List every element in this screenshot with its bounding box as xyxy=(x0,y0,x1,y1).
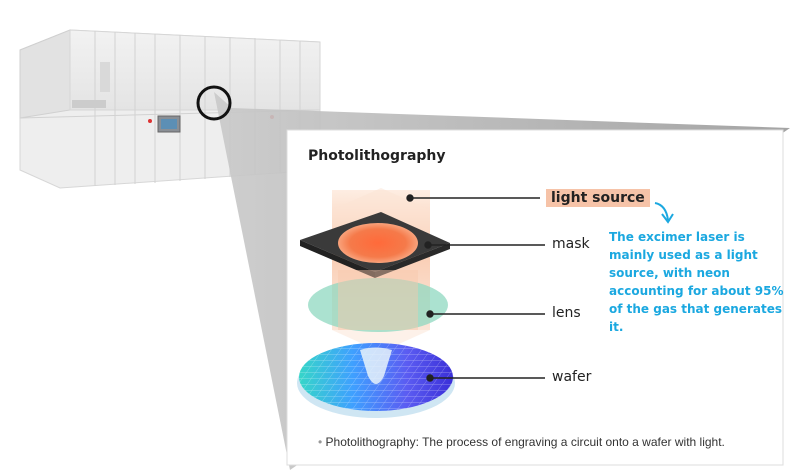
label-wafer: wafer xyxy=(552,369,591,385)
footnote: • Photolithography: The process of engra… xyxy=(318,435,725,449)
diagram-title: Photolithography xyxy=(308,148,446,164)
label-lens: lens xyxy=(552,305,581,321)
footnote-text: Photolithography: The process of engravi… xyxy=(326,435,725,449)
light-source-note: The excimer laser is mainly used as a li… xyxy=(609,228,784,336)
label-mask: mask xyxy=(552,236,590,252)
footnote-bullet: • xyxy=(318,435,322,449)
label-light-source: light source xyxy=(546,189,650,207)
